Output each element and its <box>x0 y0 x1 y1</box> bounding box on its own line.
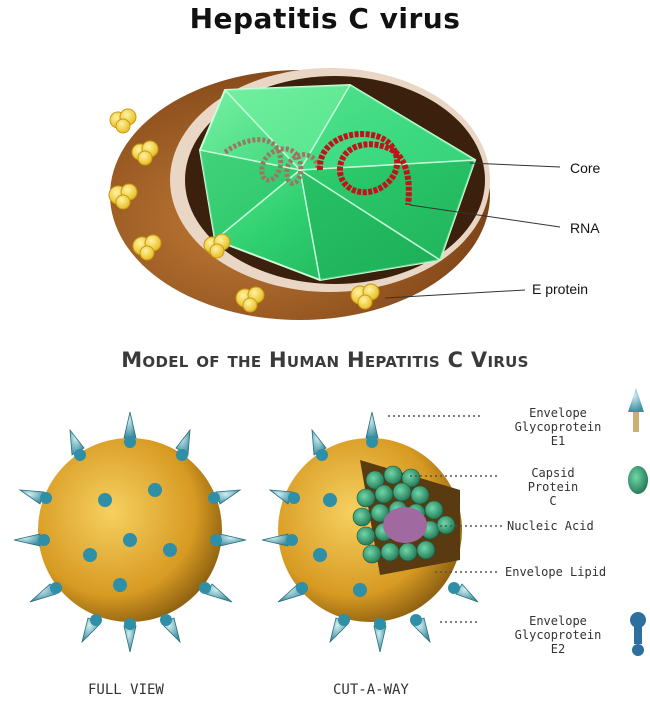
cut-away-caption: CUT-A-WAY <box>333 682 409 698</box>
envelope-lipid-label: Envelope Lipid <box>505 565 606 579</box>
capsid-protein-icon <box>628 466 648 494</box>
model-title: Model of the Human Hepatitis C Virus <box>0 348 650 372</box>
e-protein-label: E protein <box>532 281 588 297</box>
page-title: Hepatitis C virus <box>0 2 650 35</box>
rna-label: RNA <box>570 220 600 236</box>
full-view-caption: FULL VIEW <box>88 682 164 698</box>
capsid-protein-label: Capsid Protein C <box>503 466 603 508</box>
core-label: Core <box>570 160 600 176</box>
nucleic-acid-label: Nucleic Acid <box>507 519 594 533</box>
cut-away-virus <box>262 412 478 652</box>
full-view-virus <box>14 412 246 652</box>
glycoprotein-e2-label: Envelope Glycoprotein E2 <box>483 614 633 656</box>
glycoprotein-e1-label: Envelope Glycoprotein E1 <box>483 406 633 448</box>
